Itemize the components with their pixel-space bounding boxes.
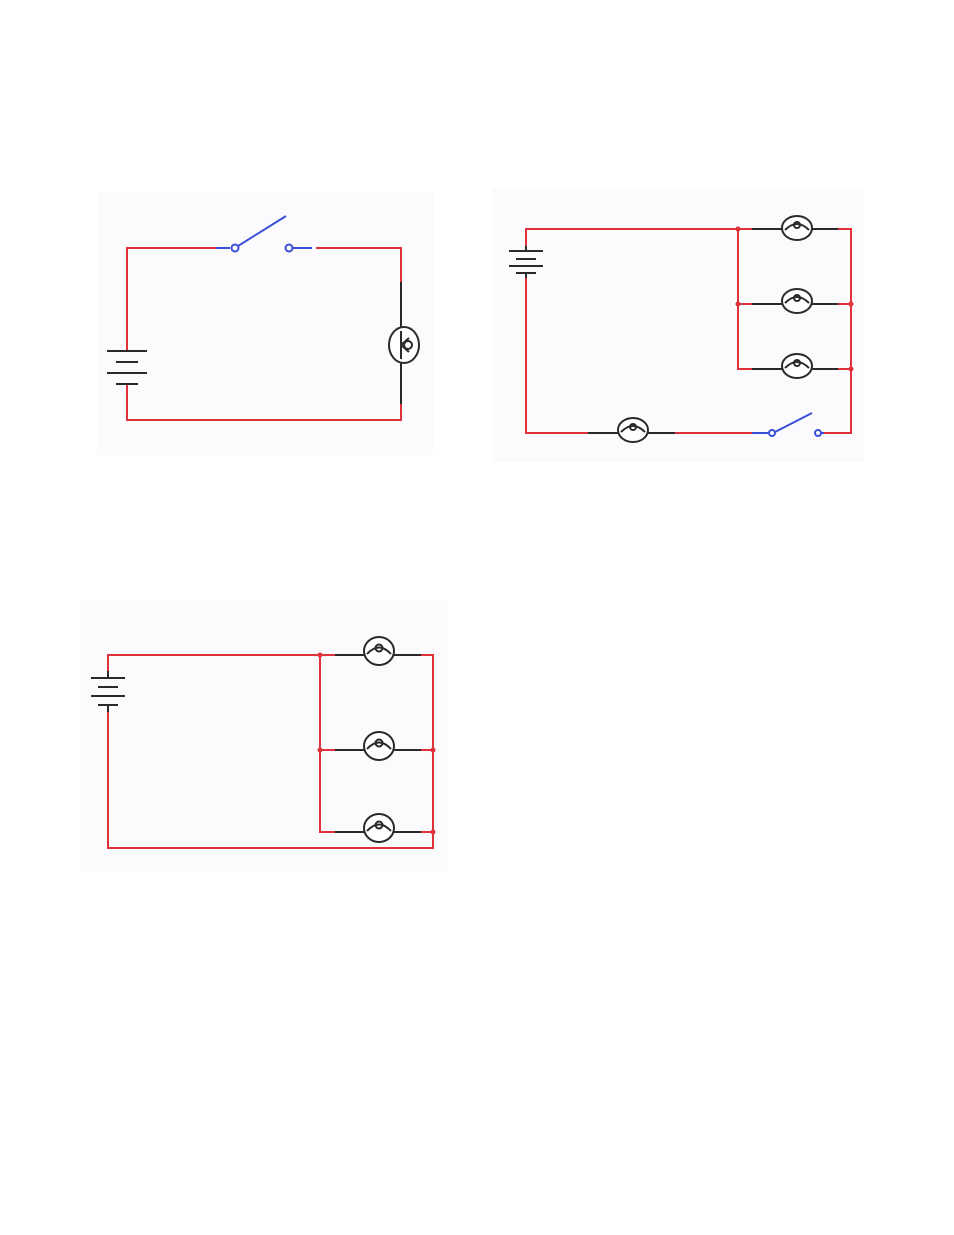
lamp-icon [335, 637, 421, 665]
wire [108, 655, 335, 671]
battery-icon [509, 246, 543, 278]
lamp-icon [588, 418, 675, 442]
circuit-2 [509, 216, 854, 442]
junction-node [318, 748, 323, 753]
junction-node [849, 302, 854, 307]
wire [526, 278, 588, 433]
wire [320, 655, 335, 832]
junction-node [431, 830, 436, 835]
switch-icon [752, 413, 824, 436]
wire [824, 229, 851, 433]
lamp-icon [389, 282, 419, 404]
wire [127, 384, 401, 420]
junction-node [431, 748, 436, 753]
wire [738, 229, 752, 369]
lamp-icon [335, 732, 421, 760]
wire [316, 248, 401, 282]
lamp-icon [752, 289, 838, 313]
wire [526, 229, 752, 246]
wire [127, 248, 216, 350]
junction-node [736, 227, 741, 232]
lamp-icon [752, 354, 838, 378]
lamp-icon [752, 216, 838, 240]
battery-icon [107, 351, 147, 384]
junction-node [849, 367, 854, 372]
switch-icon [216, 216, 312, 252]
circuit-1 [107, 216, 419, 420]
battery-icon [91, 671, 125, 712]
junction-node [736, 302, 741, 307]
junction-node [318, 653, 323, 658]
circuit-3 [91, 637, 436, 848]
lamp-icon [335, 814, 421, 842]
